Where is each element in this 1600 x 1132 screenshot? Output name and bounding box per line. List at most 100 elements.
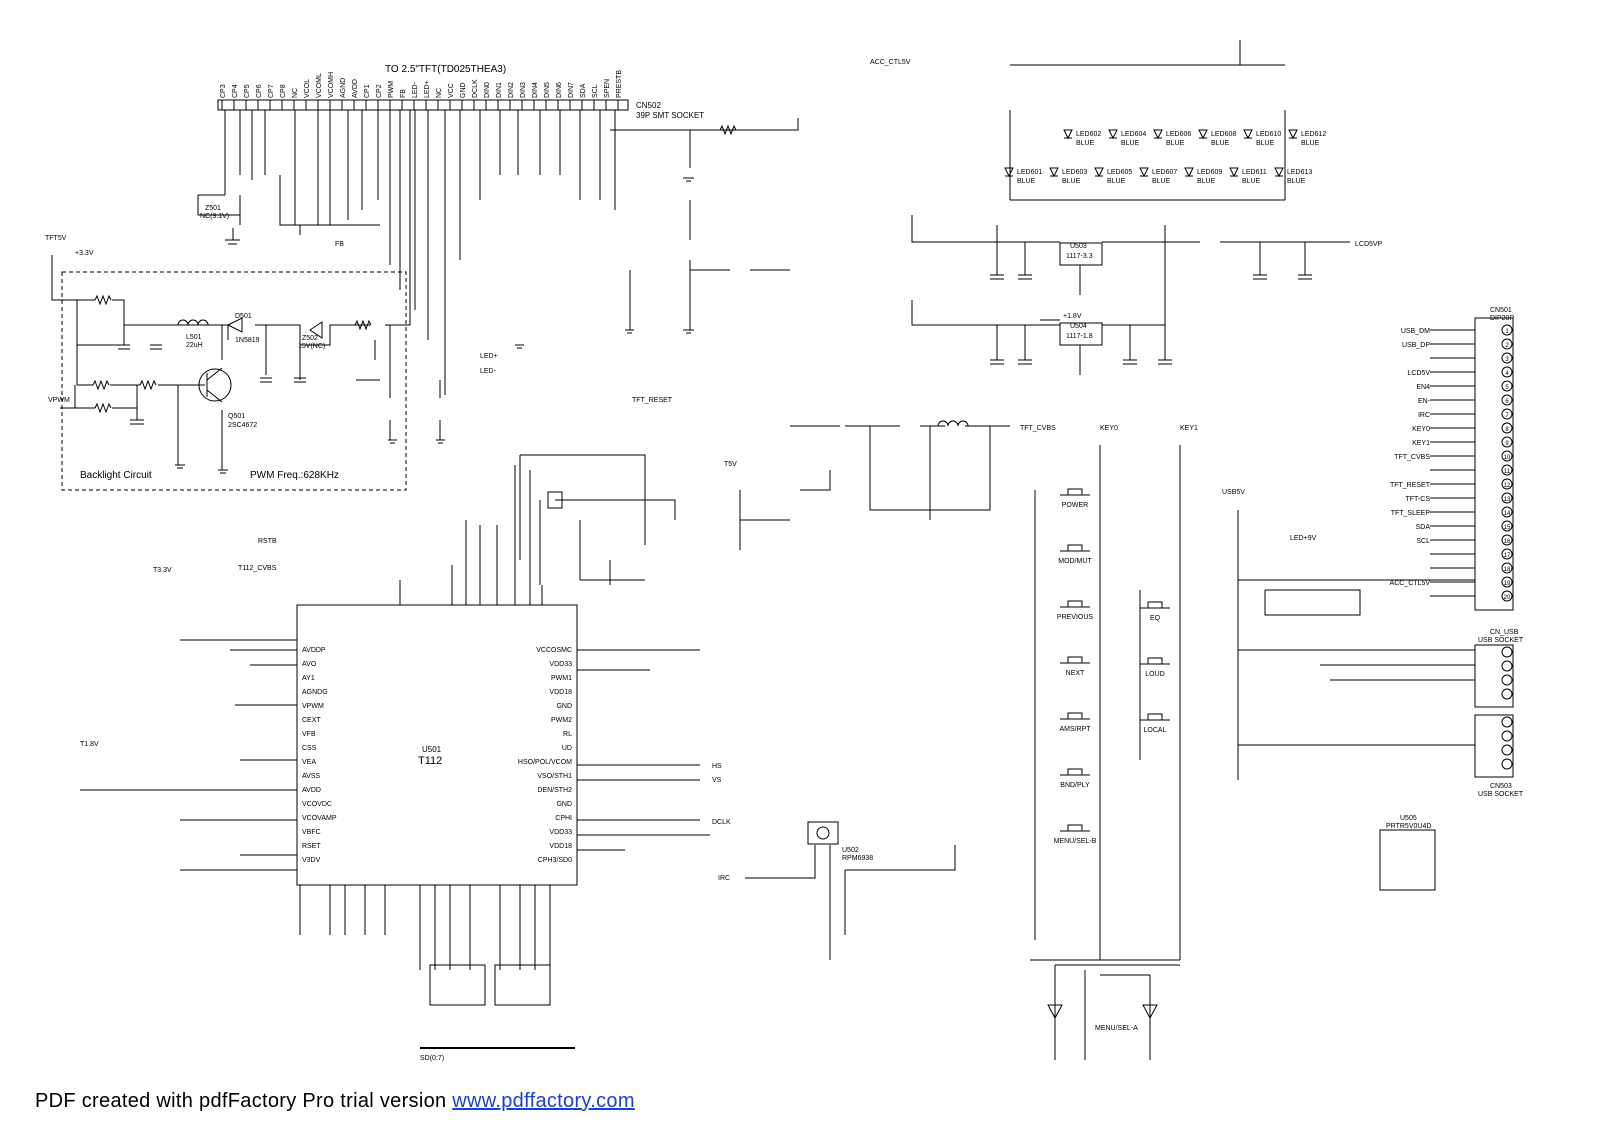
- cn502-pin-label: GND: [460, 82, 467, 98]
- led-top: [1153, 129, 1163, 140]
- net-label: VPWM: [48, 397, 70, 404]
- z502-part: 15V(NC): [298, 343, 325, 350]
- cn502-pin-label: AGND: [340, 78, 347, 98]
- cn501-pin-label: USB_DP: [1402, 342, 1430, 349]
- led-top-ref: LED610: [1256, 131, 1281, 138]
- cn501-pin: [1501, 520, 1513, 532]
- cn501-pin-label: TFT_SLEEP: [1391, 510, 1431, 517]
- cn501-pin: [1501, 548, 1513, 560]
- cn502-pin-label: CP3: [220, 84, 227, 98]
- u501-left-pin: VCOVDC: [302, 801, 332, 808]
- cn-usb-pin: [1501, 674, 1513, 686]
- cn501-pin-number: 7: [1505, 413, 1509, 419]
- cn501-pins: [1430, 324, 1513, 770]
- u501-right-pin: GND: [556, 801, 572, 808]
- cn501-pin: [1501, 590, 1513, 602]
- cn501-desc: DIP20P: [1490, 315, 1514, 322]
- cn501-pin-number: 11: [1504, 469, 1511, 475]
- cn503-pin: [1501, 758, 1513, 770]
- connector-cn503: [1474, 714, 1514, 778]
- cn502-pin-label: PWM: [388, 81, 395, 98]
- cn501-pin-label: USB_DM: [1401, 328, 1430, 335]
- u501-left-pin: CSS: [302, 745, 317, 752]
- keys-left: [1060, 488, 1090, 832]
- net-label: T1.8V: [80, 741, 99, 748]
- cn502-pin-label: CP6: [256, 84, 263, 98]
- led-top-color: BLUE: [1121, 140, 1140, 147]
- cn502-pin-label: DCLK: [472, 79, 479, 98]
- cn503-ref: CN503: [1490, 783, 1512, 790]
- crystal-x501: [547, 491, 563, 509]
- cn501-pin-number: 20: [1504, 595, 1511, 601]
- cn502-pin-label: CP7: [268, 84, 275, 98]
- cn501-pin: [1501, 450, 1513, 462]
- cn501-pin-number: 5: [1505, 385, 1509, 391]
- net-label: HS: [712, 763, 722, 770]
- cn501-pin-number: 6: [1505, 399, 1509, 405]
- cn502-pin-label: CP8: [280, 84, 287, 98]
- cn-usb-ref: CN_USB: [1490, 629, 1519, 636]
- cn501-pin-label: EN4: [1416, 384, 1430, 391]
- cn501-pin: [1501, 408, 1513, 420]
- connector-cn501: [1474, 317, 1514, 611]
- footer-prefix: PDF created with pdfFactory Pro trial ve…: [35, 1090, 453, 1112]
- key-switch-a-label: MENU/SEL-A: [1095, 1025, 1138, 1032]
- led-top-ref: LED612: [1301, 131, 1326, 138]
- net-label: LED-: [480, 368, 497, 375]
- led-bottom-ref: LED609: [1197, 169, 1222, 176]
- key-label-left: MENU/SEL-B: [1054, 838, 1097, 845]
- led-top: [1063, 129, 1073, 140]
- led-top-color: BLUE: [1301, 140, 1320, 147]
- cn502-pin-label: DIN4: [532, 82, 539, 98]
- cn501-pin-number: 9: [1505, 441, 1509, 447]
- led-bottom-ref: LED613: [1287, 169, 1312, 176]
- key-label-left: BND/PLY: [1060, 782, 1090, 789]
- u501-left-pin: VEA: [302, 759, 316, 766]
- u501-right-pin: HSO/POL/VCOM: [518, 759, 572, 766]
- u501-left-pin: VCOVAMP: [302, 815, 337, 822]
- z502-ref: Z502: [302, 335, 318, 342]
- key-switch-left: [1060, 488, 1090, 496]
- u501-right-pin: VDD18: [549, 689, 572, 696]
- led-bottom-color: BLUE: [1287, 178, 1306, 185]
- led-bottom: [1184, 167, 1194, 178]
- u501-right-pin: CPH3/SD0: [538, 857, 572, 864]
- net-label: FB: [335, 241, 344, 248]
- u501-right-pin: CPHI: [555, 815, 572, 822]
- cn502-pins: [221, 100, 619, 110]
- cn-usb-pin: [1501, 688, 1513, 700]
- cn501-pin: [1501, 464, 1513, 476]
- inductor-l501: [177, 319, 209, 326]
- ic-u505: [1379, 829, 1436, 891]
- net-label: +3.3V: [75, 250, 94, 257]
- ic-u501: [296, 604, 578, 886]
- net-label: TFT_CVBS: [1020, 425, 1056, 432]
- led-bottom-ref: LED607: [1152, 169, 1177, 176]
- footer-link[interactable]: www.pdffactory.com: [452, 1090, 635, 1112]
- cn502-pin-strip: [217, 99, 629, 111]
- key-switch-right: [1140, 601, 1170, 609]
- u501-left-pin: AVDDP: [302, 647, 326, 654]
- led-top: [1108, 129, 1118, 140]
- cn501-pin-label: ACC_CTL5V: [1390, 580, 1431, 587]
- led-top-color: BLUE: [1256, 140, 1275, 147]
- key-switch-left: [1060, 544, 1090, 552]
- net-label: DCLK: [712, 819, 731, 826]
- transistor-q501: [198, 368, 232, 402]
- u501-right-pin: VDD33: [549, 829, 572, 836]
- cn502-pin-label: FB: [400, 89, 407, 98]
- net-label: LED+: [480, 353, 498, 360]
- u501-left-pin: RSET: [302, 843, 321, 850]
- net-label: USB5V: [1222, 489, 1245, 496]
- net-label: TFT5V: [45, 235, 67, 242]
- cn501-pin-number: 17: [1504, 553, 1511, 559]
- net-label: ACC_CTL5V: [870, 59, 911, 66]
- cn502-pin-label: VCC: [448, 83, 455, 98]
- backlight-box: [61, 271, 407, 491]
- cn501-pin-label: TFT_RESET: [1390, 482, 1431, 489]
- net-label: LCD5VP: [1355, 241, 1383, 248]
- cn501-pin: [1501, 422, 1513, 434]
- cn501-pin-label: LCD5V: [1407, 370, 1430, 377]
- net-label: LED+9V: [1290, 535, 1317, 542]
